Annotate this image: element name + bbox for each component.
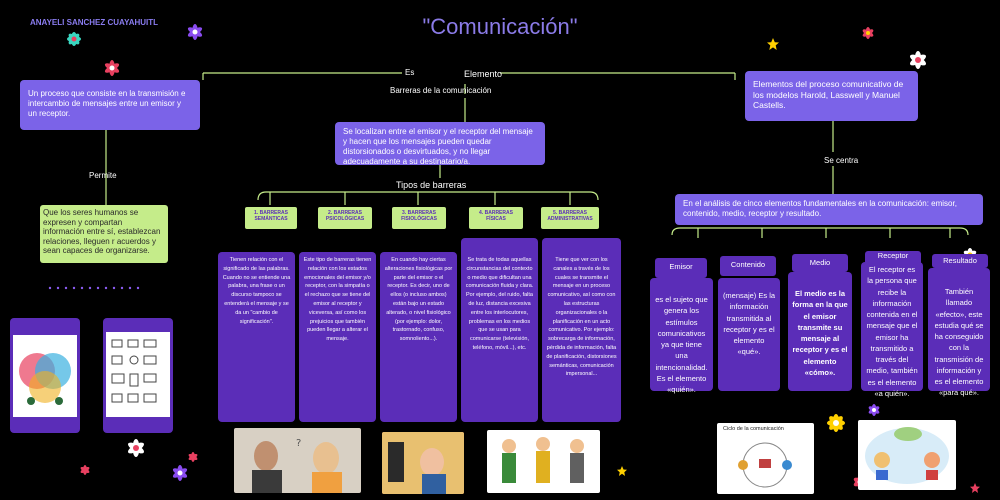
element-header: Medio bbox=[792, 254, 848, 272]
flower-icon bbox=[188, 452, 198, 462]
element-header: Contenido bbox=[720, 256, 776, 276]
element-header: Resultado bbox=[932, 254, 988, 268]
barrier-tag: 4. BARRERAS FÍSICAS bbox=[469, 207, 523, 229]
element-description: El medio es la forma en la que el emisor… bbox=[788, 272, 852, 391]
barreras-box: Se localizan entre el emisor y el recept… bbox=[335, 122, 545, 166]
communication-cycle-diagram: Ciclo de la comunicación bbox=[717, 423, 814, 494]
permite-box: Que los seres humanos se expresen y comp… bbox=[40, 205, 168, 263]
barrier-tag: 3. BARRERAS FISIOLÓGICAS bbox=[392, 207, 446, 229]
centra-box: En el análisis de cinco elementos fundam… bbox=[675, 194, 983, 225]
flower-icon bbox=[910, 51, 926, 69]
connector-barreras: Barreras de la comunicación bbox=[390, 86, 492, 95]
illustration-card bbox=[103, 318, 173, 433]
star-icon bbox=[970, 483, 980, 493]
element-description: También llamado «efecto», este estudia q… bbox=[928, 268, 990, 397]
noise-photo bbox=[382, 432, 464, 494]
svg-text:?: ? bbox=[296, 438, 301, 449]
star-icon bbox=[767, 38, 779, 50]
flower-icon bbox=[67, 32, 81, 46]
barrier-tag: 5. BARRERAS ADMINISTRATIVAS bbox=[541, 207, 599, 229]
sender-receiver-diagram bbox=[858, 420, 956, 490]
barrier-tag: 2. BARRERAS PSICOLÓGICAS bbox=[318, 207, 372, 229]
page-title: "Comunicación" bbox=[422, 14, 578, 39]
connector-permite: Permite bbox=[89, 171, 117, 180]
flower-icon bbox=[862, 27, 874, 39]
element-description: (mensaje) Es la información transmitida … bbox=[718, 278, 780, 391]
connector-elemento: Elemento bbox=[464, 69, 503, 79]
connector-se-centra: Se centra bbox=[824, 156, 859, 165]
element-header: Emisor bbox=[655, 258, 707, 278]
elementos-box: Elementos del proceso comunicativo de lo… bbox=[745, 71, 918, 121]
flower-icon bbox=[187, 24, 203, 40]
cartoon-people-photo bbox=[487, 430, 600, 493]
element-header: Receptor bbox=[865, 251, 921, 265]
barrier-description: Se trata de todas aquellas circunstancia… bbox=[461, 238, 538, 422]
barrier-description: Tienen relación con el significado de la… bbox=[218, 252, 295, 422]
barrier-description: Tiene que ver con los canales a través d… bbox=[542, 238, 621, 422]
flower-icon bbox=[128, 439, 144, 457]
venn-illustration bbox=[13, 335, 77, 417]
media-icons-illustration bbox=[106, 332, 170, 417]
barrier-description: Este tipo de barreras tienen relación co… bbox=[299, 252, 376, 422]
flower-icon bbox=[80, 465, 90, 475]
connector-es: Es bbox=[405, 68, 415, 77]
people-arguing-photo: ? bbox=[234, 428, 361, 493]
element-description: es el sujeto que genera los estímulos co… bbox=[650, 278, 713, 394]
barrier-description: En cuando hay ciertas alteraciones fisio… bbox=[380, 252, 457, 422]
element-description: El receptor es la persona que recibe la … bbox=[861, 262, 923, 398]
cycle-title: Ciclo de la comunicación bbox=[723, 426, 784, 432]
illustration-card bbox=[10, 318, 80, 433]
author-name: ANAYELI SANCHEZ CUAYAHUITL bbox=[30, 18, 159, 27]
barrier-tag: 1. BARRERAS SEMÁNTICAS bbox=[245, 207, 297, 229]
flower-icon bbox=[868, 404, 880, 416]
flower-icon bbox=[104, 60, 120, 76]
definition-box: Un proceso que consiste en la transmisió… bbox=[20, 80, 200, 130]
connector-tipos: Tipos de barreras bbox=[396, 180, 467, 190]
flower-icon bbox=[172, 465, 188, 481]
flower-icon bbox=[827, 414, 845, 432]
star-icon bbox=[617, 466, 627, 476]
